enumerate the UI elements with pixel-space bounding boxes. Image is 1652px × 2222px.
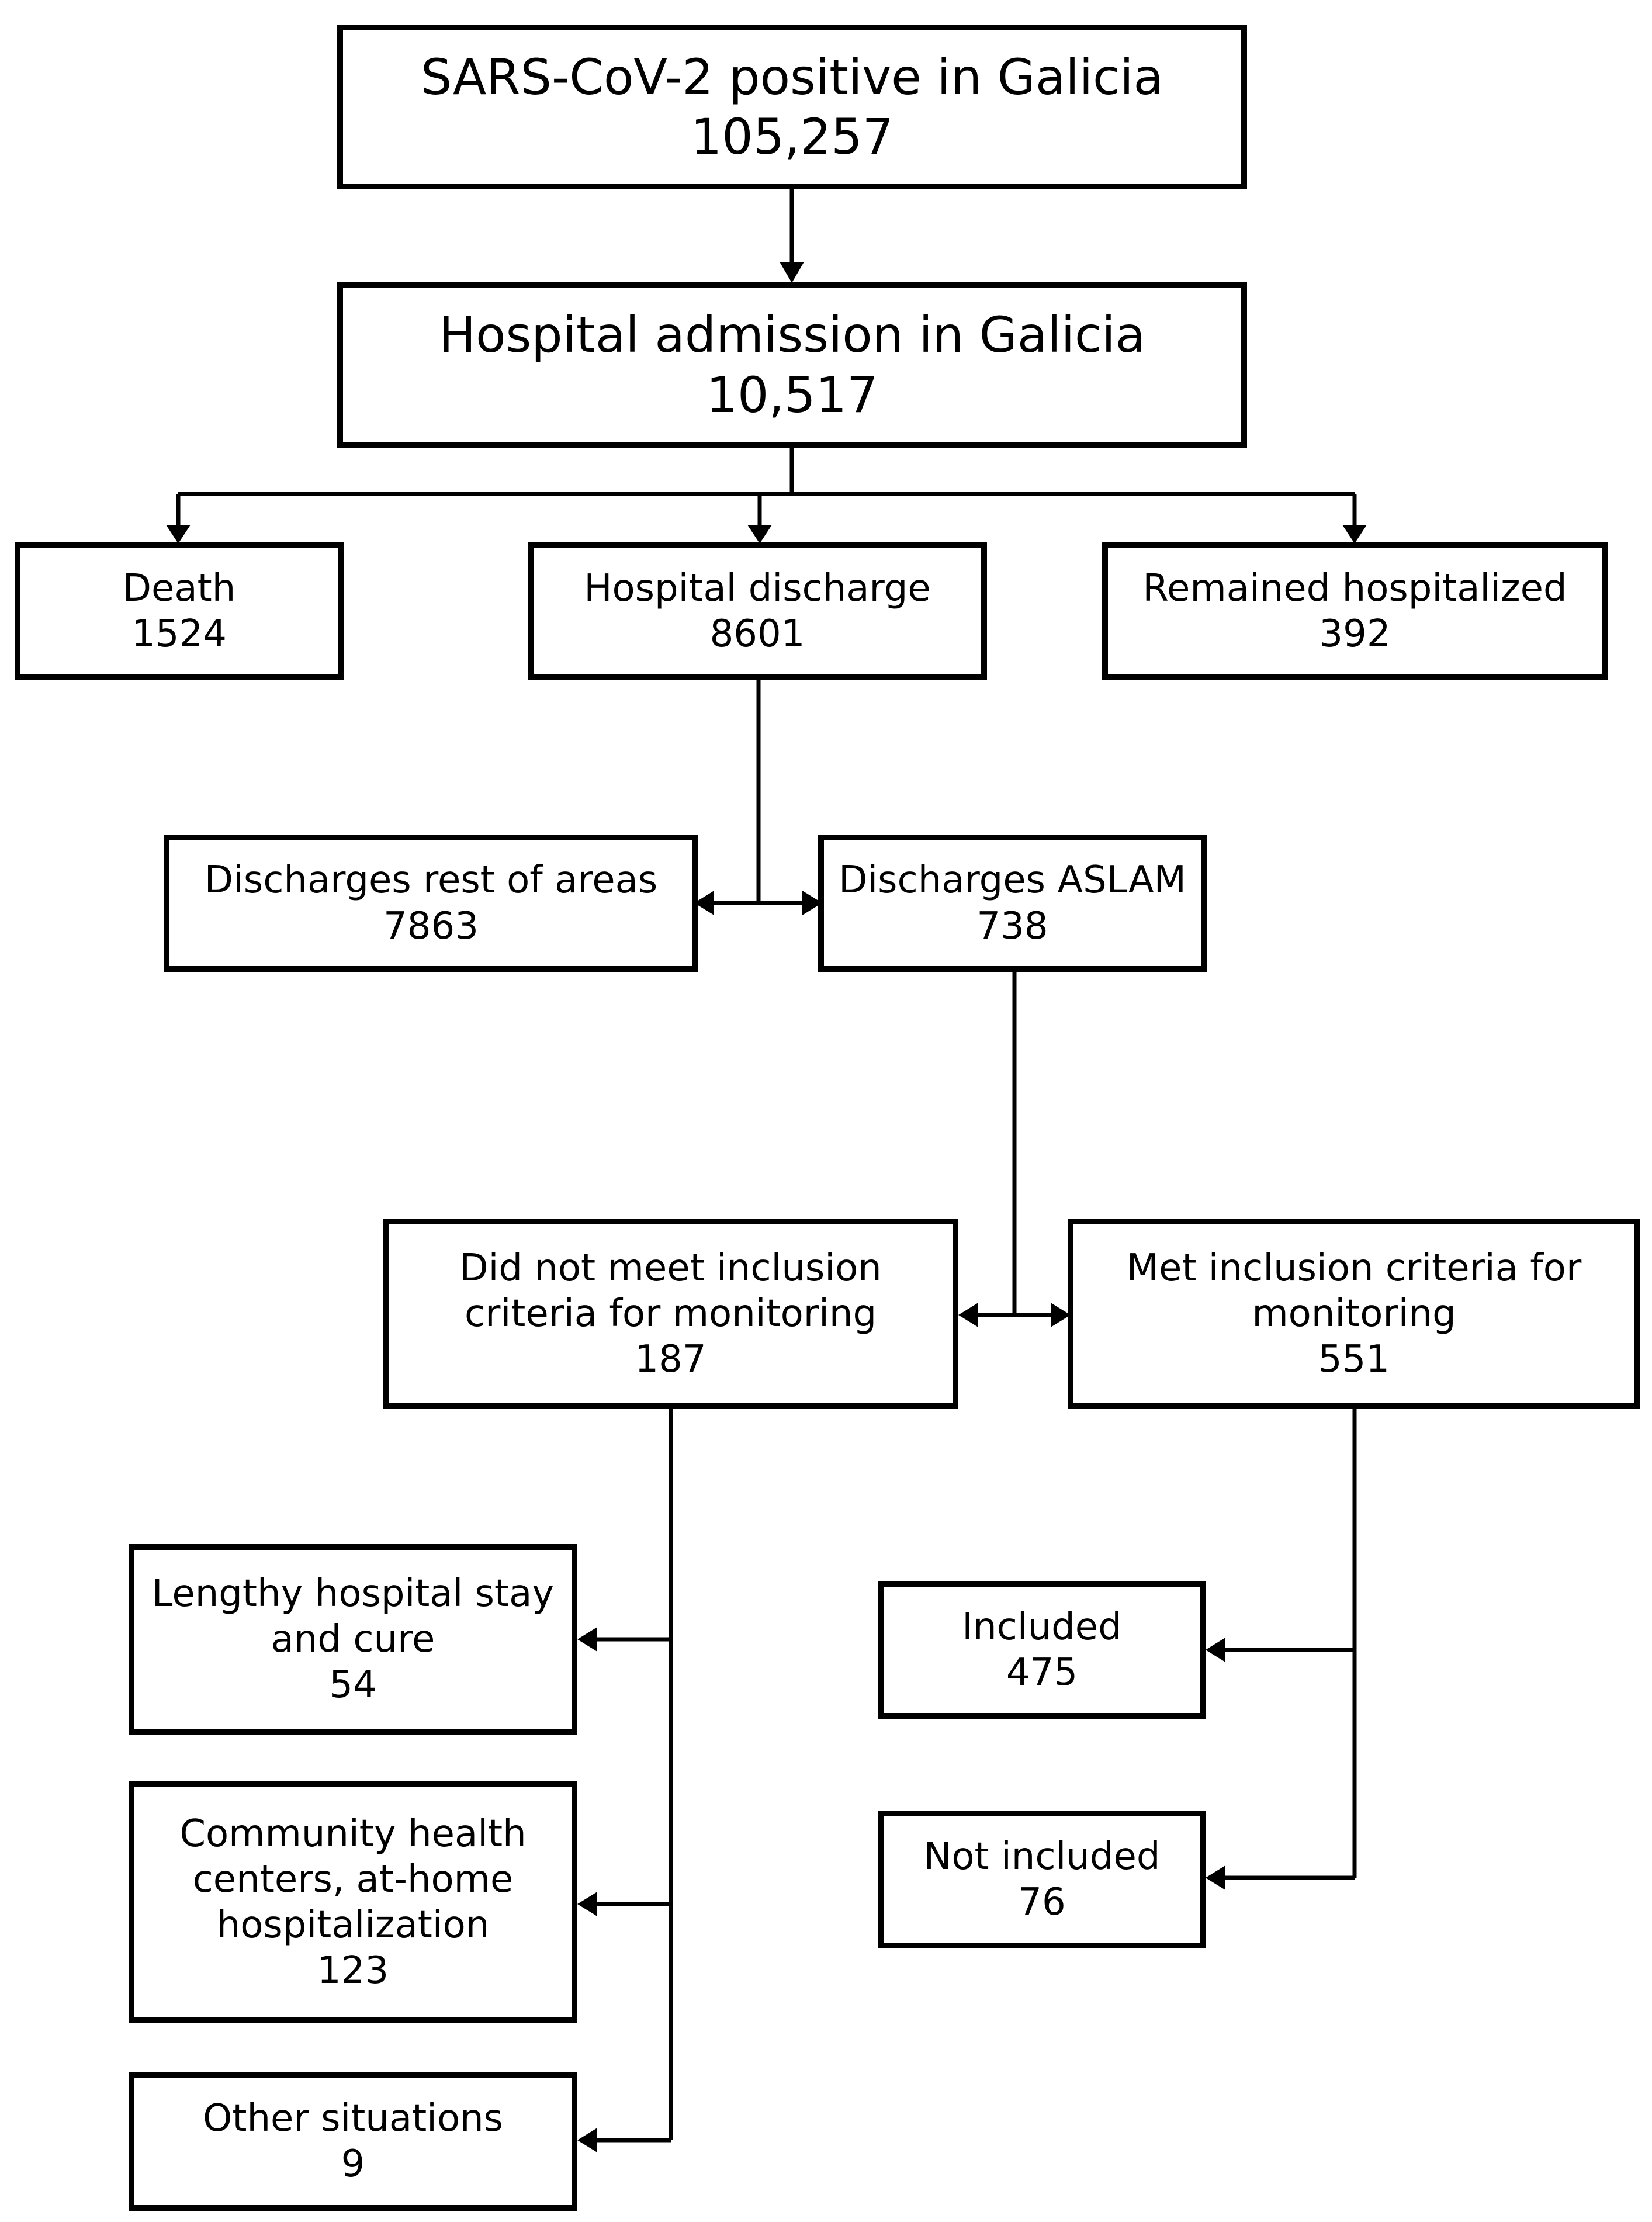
arrowhead — [1051, 1303, 1071, 1327]
arrowhead — [577, 2128, 597, 2152]
box-count: 9 — [341, 2143, 365, 2186]
box-label: Hospital admission in Galicia — [438, 306, 1146, 364]
box-count: 187 — [635, 1338, 706, 1382]
box-count: 8601 — [709, 612, 805, 656]
box-count: 10,517 — [706, 366, 878, 424]
arrowhead — [780, 262, 804, 283]
box-included: Included 475 — [878, 1581, 1206, 1719]
box-count: 76 — [1018, 1881, 1066, 1924]
box-label: Remained hospitalized — [1142, 566, 1567, 610]
box-count: 392 — [1319, 612, 1391, 656]
box-other-situations: Other situations 9 — [129, 2072, 577, 2211]
box-label: Discharges ASLAM — [839, 859, 1186, 902]
box-lengthy-hospital-stay: Lengthy hospital stay and cure 54 — [129, 1544, 577, 1735]
box-label: Not included — [923, 1835, 1161, 1878]
box-count: 123 — [317, 1949, 389, 1993]
box-label-line3: hospitalization — [216, 1903, 490, 1947]
box-not-included: Not included 76 — [878, 1811, 1206, 1948]
box-label: Death — [122, 566, 236, 610]
box-label: Hospital discharge — [584, 566, 931, 610]
arrowhead — [958, 1303, 978, 1327]
box-remained-hospitalized: Remained hospitalized 392 — [1102, 542, 1608, 680]
box-label-line2: centers, at-home — [192, 1857, 514, 1901]
arrowhead — [1206, 1865, 1225, 1890]
box-label-line1: Lengthy hospital stay — [151, 1572, 555, 1615]
box-community-health-centers: Community health centers, at-home hospit… — [129, 1781, 577, 2023]
box-count: 738 — [976, 904, 1048, 948]
arrowhead — [694, 891, 714, 915]
arrowhead — [747, 525, 772, 544]
box-label-line2: monitoring — [1252, 1292, 1456, 1335]
box-label: Discharges rest of areas — [204, 859, 658, 902]
box-hospital-admission: Hospital admission in Galicia 10,517 — [337, 282, 1247, 448]
box-count: 105,257 — [690, 108, 894, 165]
box-label-line2: and cure — [271, 1617, 435, 1661]
box-count: 1524 — [131, 612, 227, 656]
box-label-line1: Met inclusion criteria for — [1126, 1246, 1582, 1290]
box-count: 475 — [1006, 1651, 1078, 1694]
box-met-inclusion: Met inclusion criteria for monitoring 55… — [1068, 1219, 1640, 1409]
box-death: Death 1524 — [15, 542, 344, 680]
box-label-line1: Community health — [179, 1812, 527, 1856]
box-hospital-discharge: Hospital discharge 8601 — [528, 542, 987, 680]
box-label: SARS-CoV-2 positive in Galicia — [420, 48, 1164, 106]
box-sars-cov-2-positive: SARS-CoV-2 positive in Galicia 105,257 — [337, 25, 1247, 189]
arrowhead — [802, 891, 822, 915]
arrowhead — [577, 1627, 597, 1652]
box-discharges-aslam: Discharges ASLAM 738 — [818, 835, 1207, 972]
arrowhead — [577, 1892, 597, 1916]
box-count: 54 — [329, 1663, 377, 1707]
arrowhead — [166, 525, 191, 544]
box-did-not-meet-inclusion: Did not meet inclusion criteria for moni… — [383, 1219, 958, 1409]
box-label: Other situations — [203, 2096, 503, 2140]
arrowhead — [1206, 1638, 1225, 1662]
box-label: Included — [962, 1605, 1122, 1649]
box-discharges-rest-of-areas: Discharges rest of areas 7863 — [164, 835, 698, 972]
box-count: 551 — [1318, 1338, 1390, 1382]
box-label-line2: criteria for monitoring — [464, 1292, 877, 1335]
arrowhead — [1342, 525, 1367, 544]
box-label-line1: Did not meet inclusion — [459, 1246, 882, 1290]
box-count: 7863 — [383, 904, 479, 948]
